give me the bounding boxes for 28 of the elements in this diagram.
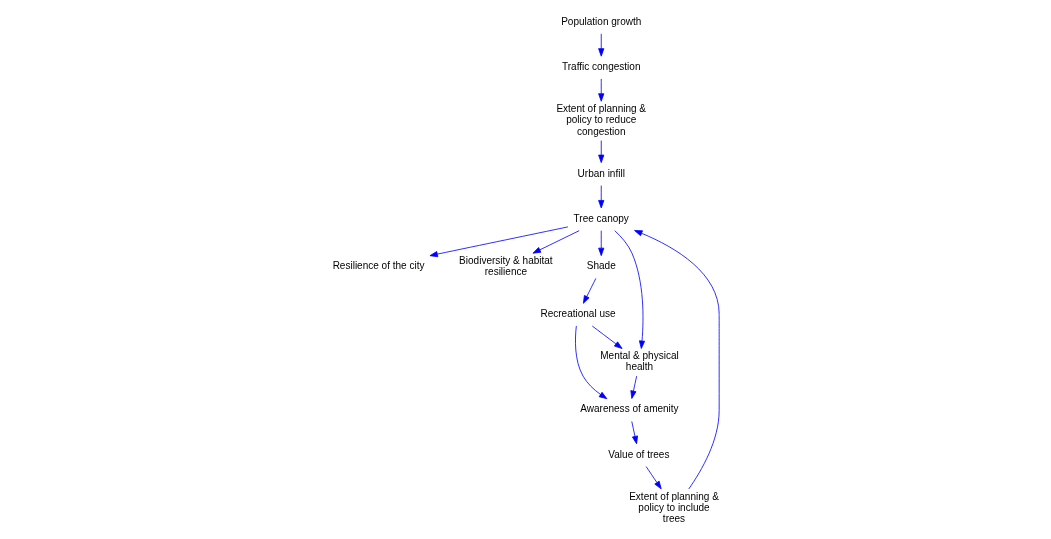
arrow — [598, 140, 605, 164]
arrow — [591, 325, 623, 349]
arrow — [583, 277, 597, 304]
arrow — [614, 230, 646, 349]
node-text: Extent of planning & policy to include trees — [629, 490, 719, 525]
node-text: Value of trees — [608, 448, 670, 460]
node-text: Urban infill — [577, 167, 625, 179]
arrow — [631, 421, 638, 445]
node-text: Awareness of amenity — [580, 403, 679, 415]
arrow — [598, 78, 605, 102]
arrow — [575, 325, 608, 400]
arrow — [630, 375, 638, 399]
node-text: Extent of planning & policy to reduce congestion — [556, 102, 647, 137]
node-text: Traffic congestion — [561, 60, 641, 72]
arrow — [532, 230, 580, 254]
arrow — [429, 226, 569, 258]
arrow — [598, 230, 605, 257]
arrow — [598, 185, 605, 209]
node-text: Population growth — [561, 15, 642, 27]
arrow — [645, 466, 662, 490]
node-text: Resilience of the city — [332, 260, 425, 272]
arrow — [598, 33, 605, 57]
node-text: Tree canopy — [573, 212, 629, 224]
node-text: Shade — [586, 260, 616, 272]
node-text: Recreational use — [540, 308, 616, 320]
arrow — [634, 230, 720, 490]
node-text: Biodiversity & habitat resilience — [459, 254, 553, 278]
node-text: Mental & physical health — [600, 350, 679, 373]
